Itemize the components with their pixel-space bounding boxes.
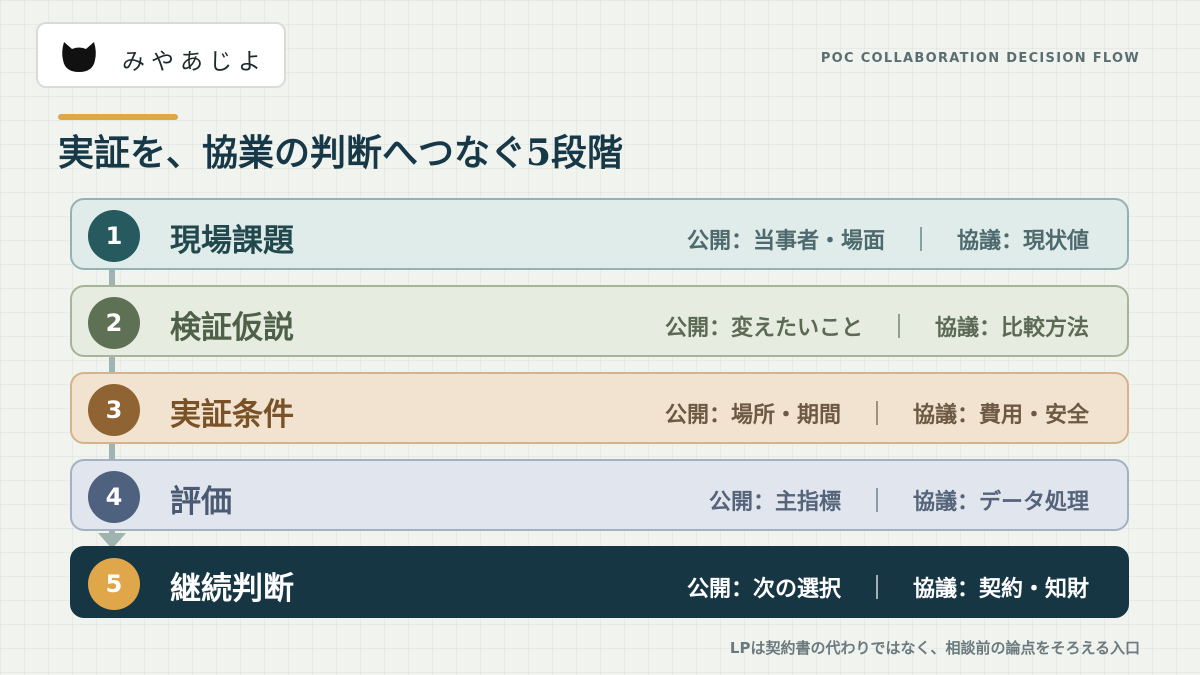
connector-arrow-icon: [98, 533, 126, 549]
step-3-conditions: 3 実証条件 公開：場所・期間 協議：費用・安全: [70, 372, 1129, 444]
step-negotiation-item: 協議：現状値: [956, 229, 1089, 254]
step-negotiation-item: 協議：費用・安全: [912, 403, 1089, 428]
step-public-item: 公開：場所・期間: [664, 403, 841, 428]
step-5-continuation-decision: 5 継続判断 公開：次の選択 協議：契約・知財: [70, 546, 1129, 618]
step-info: 公開：当事者・場面 協議：現状値: [687, 223, 1089, 255]
step-public-item: 公開：当事者・場面: [686, 229, 885, 254]
separator: [875, 575, 878, 599]
flow-label: POC COLLABORATION DECISION FLOW: [820, 51, 1140, 66]
brand-card: みやあじよ: [36, 22, 286, 88]
step-number-badge: 4: [88, 471, 140, 523]
step-negotiation-item: 協議：データ処理: [912, 490, 1089, 515]
step-name: 継続判断: [170, 571, 294, 607]
page-title: 実証を、協業の判断へつなぐ5段階: [58, 132, 624, 174]
step-info: 公開：場所・期間 協議：費用・安全: [665, 397, 1089, 429]
step-1-current-issue: 1 現場課題 公開：当事者・場面 協議：現状値: [70, 198, 1129, 270]
step-info: 公開：次の選択 協議：契約・知財: [687, 571, 1089, 603]
separator: [919, 227, 922, 251]
step-public-item: 公開：次の選択: [686, 577, 841, 602]
step-name: 評価: [170, 484, 232, 520]
step-number-badge: 1: [88, 210, 140, 262]
step-number-badge: 5: [88, 558, 140, 610]
separator: [897, 314, 900, 338]
separator: [875, 488, 878, 512]
step-info: 公開：変えたいこと 協議：比較方法: [665, 310, 1089, 342]
step-2-hypothesis: 2 検証仮説 公開：変えたいこと 協議：比較方法: [70, 285, 1129, 357]
cat-icon: [62, 42, 96, 72]
step-name: 実証条件: [170, 397, 294, 433]
brand-name: みやあじよ: [122, 49, 267, 75]
step-negotiation-item: 協議：比較方法: [934, 316, 1089, 341]
step-name: 検証仮説: [170, 310, 294, 346]
step-number-badge: 3: [88, 384, 140, 436]
step-info: 公開：主指標 協議：データ処理: [709, 484, 1089, 516]
step-negotiation-item: 協議：契約・知財: [912, 577, 1089, 602]
title-accent-bar: [58, 114, 178, 120]
step-4-evaluation: 4 評価 公開：主指標 協議：データ処理: [70, 459, 1129, 531]
step-name: 現場課題: [170, 223, 294, 259]
step-public-item: 公開：変えたいこと: [664, 316, 863, 341]
step-number-badge: 2: [88, 297, 140, 349]
separator: [875, 401, 878, 425]
footer-note: LPは契約書の代わりではなく、相談前の論点をそろえる入口: [729, 639, 1140, 657]
step-public-item: 公開：主指標: [708, 490, 841, 515]
